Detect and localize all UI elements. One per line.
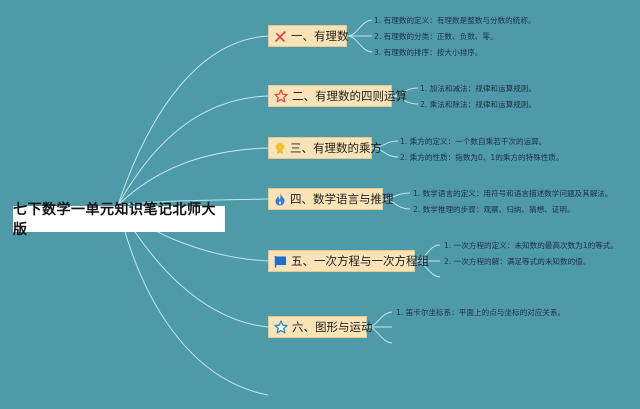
leaf-3-2[interactable]: 2. 乘方的性质：指数为0、1的乘方的特殊性质。 [400, 153, 564, 162]
root-node[interactable]: 七下数学一单元知识笔记北师大版 [13, 202, 225, 238]
leaf-2-1[interactable]: 1. 加法和减法：规律和运算规则。 [420, 84, 536, 93]
topic-label: 六、图形与运动 [292, 320, 373, 334]
topic-node-4[interactable]: 四、数学语言与推理 [268, 188, 394, 210]
topic-label: 五、一次方程与一次方程组 [291, 254, 429, 268]
leaf-6-1[interactable]: 1. 笛卡尔坐标系：平面上的点与坐标的对应关系。 [396, 308, 566, 317]
leaf-1-3[interactable]: 3. 有理数的排序：按大小排序。 [374, 48, 483, 57]
leaf-1-1[interactable]: 1. 有理数的定义：有理数是整数与分数的统称。 [374, 16, 536, 25]
leaf-5-1[interactable]: 1. 一次方程的定义：未知数的最高次数为1的等式。 [444, 241, 618, 250]
topic-node-2[interactable]: 二、有理数的四则运算 [268, 85, 407, 107]
medal-icon [274, 141, 286, 155]
flag-icon [274, 254, 287, 268]
tools-icon [274, 29, 287, 43]
topic-label: 四、数学语言与推理 [290, 192, 394, 206]
leaf-4-2[interactable]: 2. 数学推理的步骤：观察、归纳、猜想、证明。 [413, 205, 575, 214]
star-blue-icon [274, 320, 288, 334]
topic-label: 一、有理数 [291, 29, 349, 43]
topic-node-3[interactable]: 三、有理数的乘方 [268, 137, 382, 159]
leaf-3-1[interactable]: 1. 乘方的定义：一个数自乘若干次的运算。 [400, 137, 547, 146]
topic-label: 三、有理数的乘方 [290, 141, 382, 155]
root-title: 七下数学一单元知识笔记北师大版 [13, 202, 216, 238]
flame-icon [274, 192, 286, 206]
topic-label: 二、有理数的四则运算 [292, 89, 407, 103]
topic-node-5[interactable]: 五、一次方程与一次方程组 [268, 250, 429, 272]
leaf-4-1[interactable]: 1. 数学语言的定义：用符号和语言描述数学问题及其解法。 [413, 189, 613, 198]
leaf-2-2[interactable]: 2. 乘法和除法：规律和运算规则。 [420, 100, 536, 109]
topic-node-6[interactable]: 六、图形与运动 [268, 316, 373, 338]
leaf-1-2[interactable]: 2. 有理数的分类：正数、负数、零。 [374, 32, 498, 41]
star-outline-icon [274, 89, 288, 103]
topic-node-1[interactable]: 一、有理数 [268, 25, 349, 47]
leaf-5-2[interactable]: 2. 一次方程的解：满足等式的未知数的值。 [444, 257, 591, 266]
